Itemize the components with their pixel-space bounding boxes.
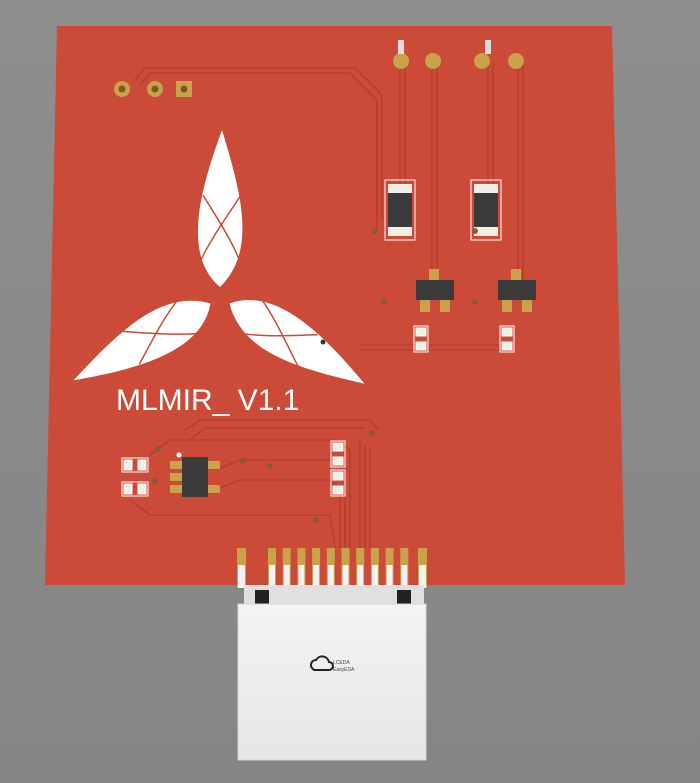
connector-pin-tip bbox=[327, 565, 334, 588]
connector-pin-tip bbox=[357, 565, 364, 588]
connector-pin-tip bbox=[298, 565, 305, 588]
tht-pads bbox=[114, 40, 524, 97]
connector-pin-tip bbox=[371, 565, 378, 588]
easyeda-cloud-icon bbox=[310, 655, 334, 671]
connector-logo-line2: EasyEDA bbox=[333, 667, 355, 673]
connector-pin-tip bbox=[283, 565, 290, 588]
connector-logo-line1: LCEDA bbox=[333, 660, 350, 666]
propeller-logo bbox=[62, 129, 378, 403]
connector-pin-tip bbox=[342, 565, 349, 588]
connector-pin-tip bbox=[269, 565, 275, 588]
smd-resistors bbox=[384, 179, 502, 241]
connector-pin-tip bbox=[313, 565, 320, 588]
fpc-connector: LCEDA EasyEDA bbox=[237, 585, 427, 761]
sot23-6-ic bbox=[170, 452, 220, 497]
vias bbox=[152, 228, 478, 523]
connector-pin-tip bbox=[401, 565, 408, 588]
sot23-transistors bbox=[416, 269, 536, 312]
connector-pin-tip bbox=[386, 565, 393, 588]
pcb-board bbox=[45, 26, 625, 585]
connector-mount-pin-tip bbox=[419, 565, 426, 588]
fpc-connector-pins bbox=[237, 548, 427, 588]
connector-mount-pin-tip bbox=[238, 565, 245, 588]
smd-capacitors bbox=[121, 325, 515, 497]
board-silkscreen-label: MLMIR_ V1.1 bbox=[116, 384, 299, 417]
